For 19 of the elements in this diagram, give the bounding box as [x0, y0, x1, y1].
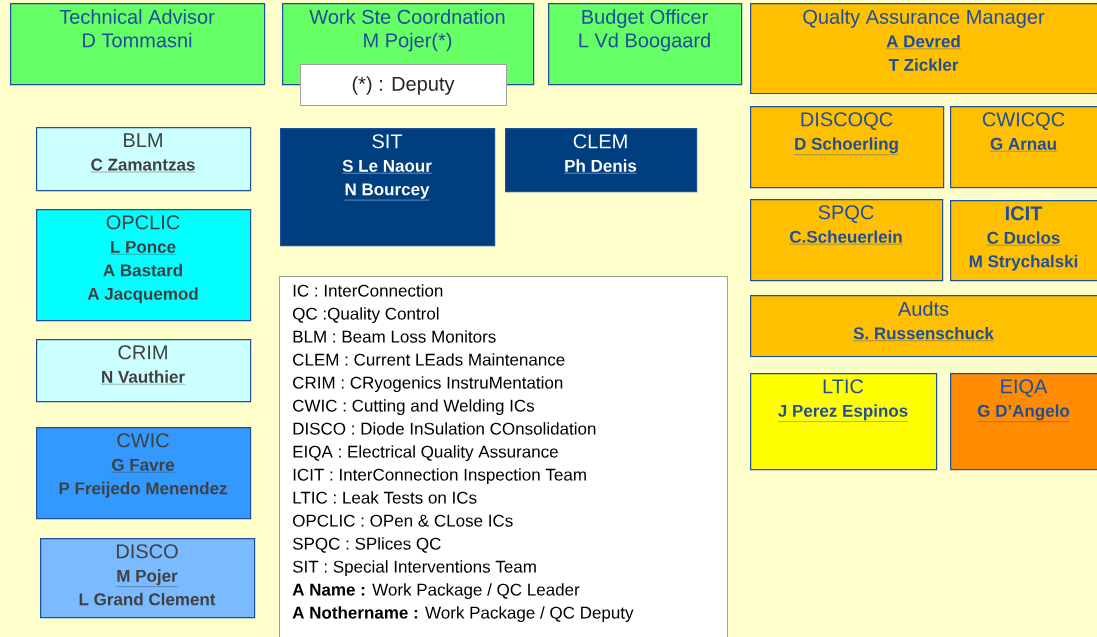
team-box: SIT S Le Naour N Bourcey	[280, 128, 496, 247]
team-box: DISCO M Pojer L Grand Clement	[40, 538, 256, 619]
team-box: BLM C Zamantzas	[36, 127, 252, 192]
footnote-box: (*) : Deputy	[300, 64, 507, 106]
team-box: DISCOQC D Schoerling	[750, 106, 945, 189]
team-box: Budget Officer L Vd Boogaard	[548, 3, 743, 86]
team-box: Audts S. Russenschuck	[750, 295, 1097, 358]
team-box: CWIC G Favre P Freijedo Menendez	[36, 427, 252, 520]
team-box: ICIT C Duclos M Strychalski	[950, 200, 1097, 282]
team-box: Qualty Assurance Manager A Devred T Zickler	[750, 3, 1097, 95]
team-box: EIQA G D’Angelo	[950, 373, 1097, 471]
team-box: CRIM N Vauthier	[36, 339, 252, 403]
abbreviation-list-box: IC : InterConnection QC :Quality Control BLM : Beam Loss Monitors CLEM : Current LEads Maintenance CRIM : CRyogenics InstruMentation CWIC : Cutting and Welding ICs DISCO : Diode InSulation COnsolidation EIQA : Electrical Quality Assurance ICIT : InterConnection Inspection Team LTIC : Leak Tests on ICs OPCLIC : OPen & CLose ICs SPQC : SPlices QC SIT : Special Interventions Team A Name : Work Package / QC Leader A Nothername : Work Package / QC Deputy	[279, 276, 728, 637]
team-box: Technical Advisor D Tommasni	[10, 3, 266, 86]
team-box: CWICQC G Arnau	[950, 106, 1097, 189]
team-box: OPCLIC L Ponce A Bastard A Jacquemod	[36, 209, 252, 322]
team-box: SPQC C.Scheuerlein	[750, 199, 944, 282]
team-box: LTIC J Perez Espinos	[750, 373, 938, 471]
team-box: CLEM Ph Denis	[505, 128, 698, 193]
